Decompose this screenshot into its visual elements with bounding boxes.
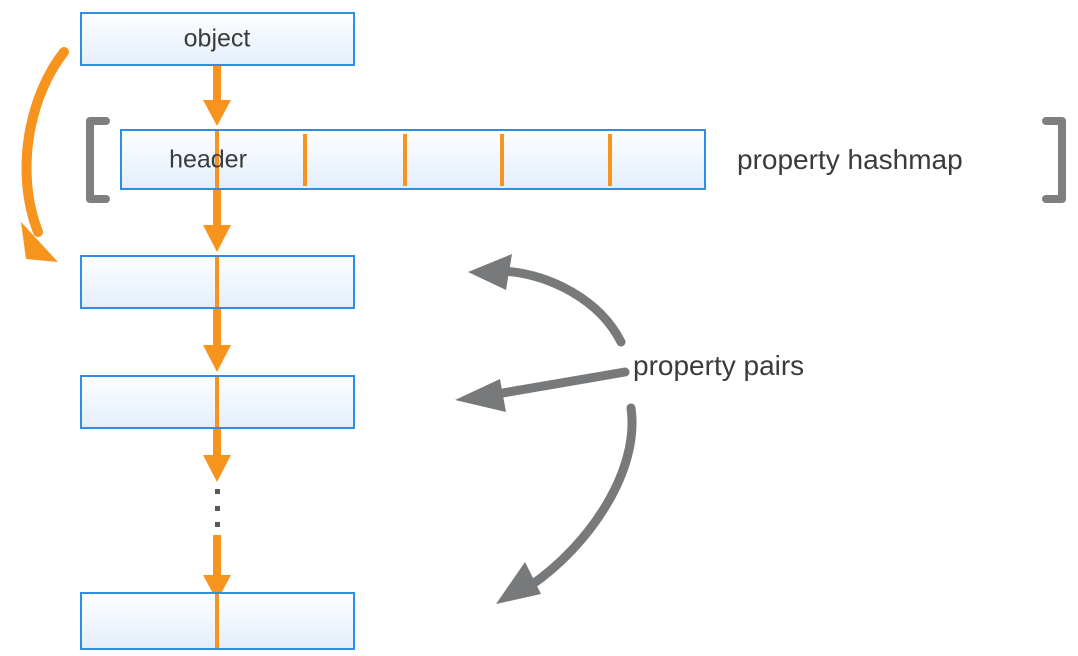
ellipsis-dot [215,522,220,527]
arrowhead-pair2-to-ellipsis [203,455,231,482]
hashmap-slot-tick-3 [500,134,504,186]
arrowhead-ellipsis-to-pairn [203,575,231,601]
hashmap-slot-tick-4 [608,134,612,186]
left-square-bracket [86,117,110,203]
object-box-label: object [183,24,251,53]
right-square-bracket [1042,117,1066,203]
orange-shaft-segment [213,66,221,100]
gray-arrow-to-pair-n [496,403,637,604]
orange-curved-backref-arrow [21,47,69,262]
object-box[interactable] [80,12,355,66]
arrowhead-object-to-header [203,100,231,126]
orange-shaft-segment [213,535,221,575]
property-pairs-annotation: property pairs [633,350,805,381]
hashmap-slot-tick-2 [403,134,407,186]
ellipsis-dot [215,506,220,511]
hashmap-slot-tick-1 [303,134,307,186]
arrowhead-pair1-to-pair2 [203,345,231,372]
ellipsis-dot [215,489,220,494]
property-hashmap-annotation: property hashmap [737,144,963,175]
gray-arrow-to-pair-2 [455,367,630,412]
gray-arrow-to-pair-1 [468,254,626,347]
header-label: header [169,145,247,174]
arrowhead-header-to-pair1 [203,225,231,252]
